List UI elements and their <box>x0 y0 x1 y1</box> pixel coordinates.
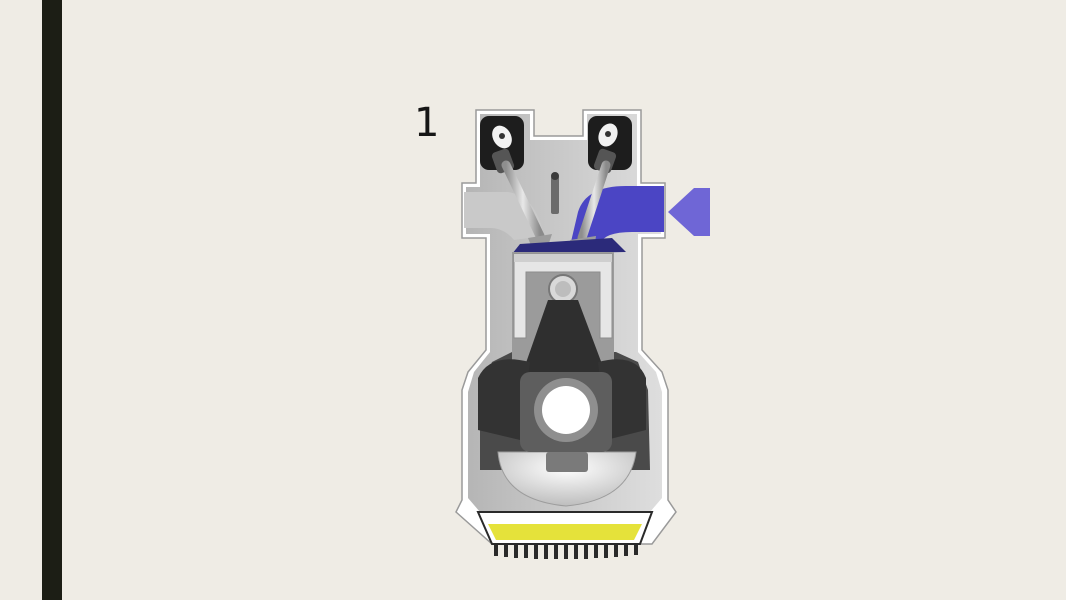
counterweight <box>497 451 637 507</box>
exhaust-valve <box>501 160 545 241</box>
crank-web-left <box>478 359 530 440</box>
spark-plug <box>551 176 559 214</box>
oil <box>488 524 642 540</box>
combustion-chamber-charge <box>512 238 626 254</box>
intake-valve <box>577 160 611 243</box>
cooling-fins <box>494 544 638 559</box>
connecting-rod <box>520 300 608 380</box>
stroke-number: 1 <box>414 100 440 146</box>
piston <box>513 253 613 339</box>
accent-bar <box>42 0 62 600</box>
intake-arrow-icon <box>668 188 710 236</box>
